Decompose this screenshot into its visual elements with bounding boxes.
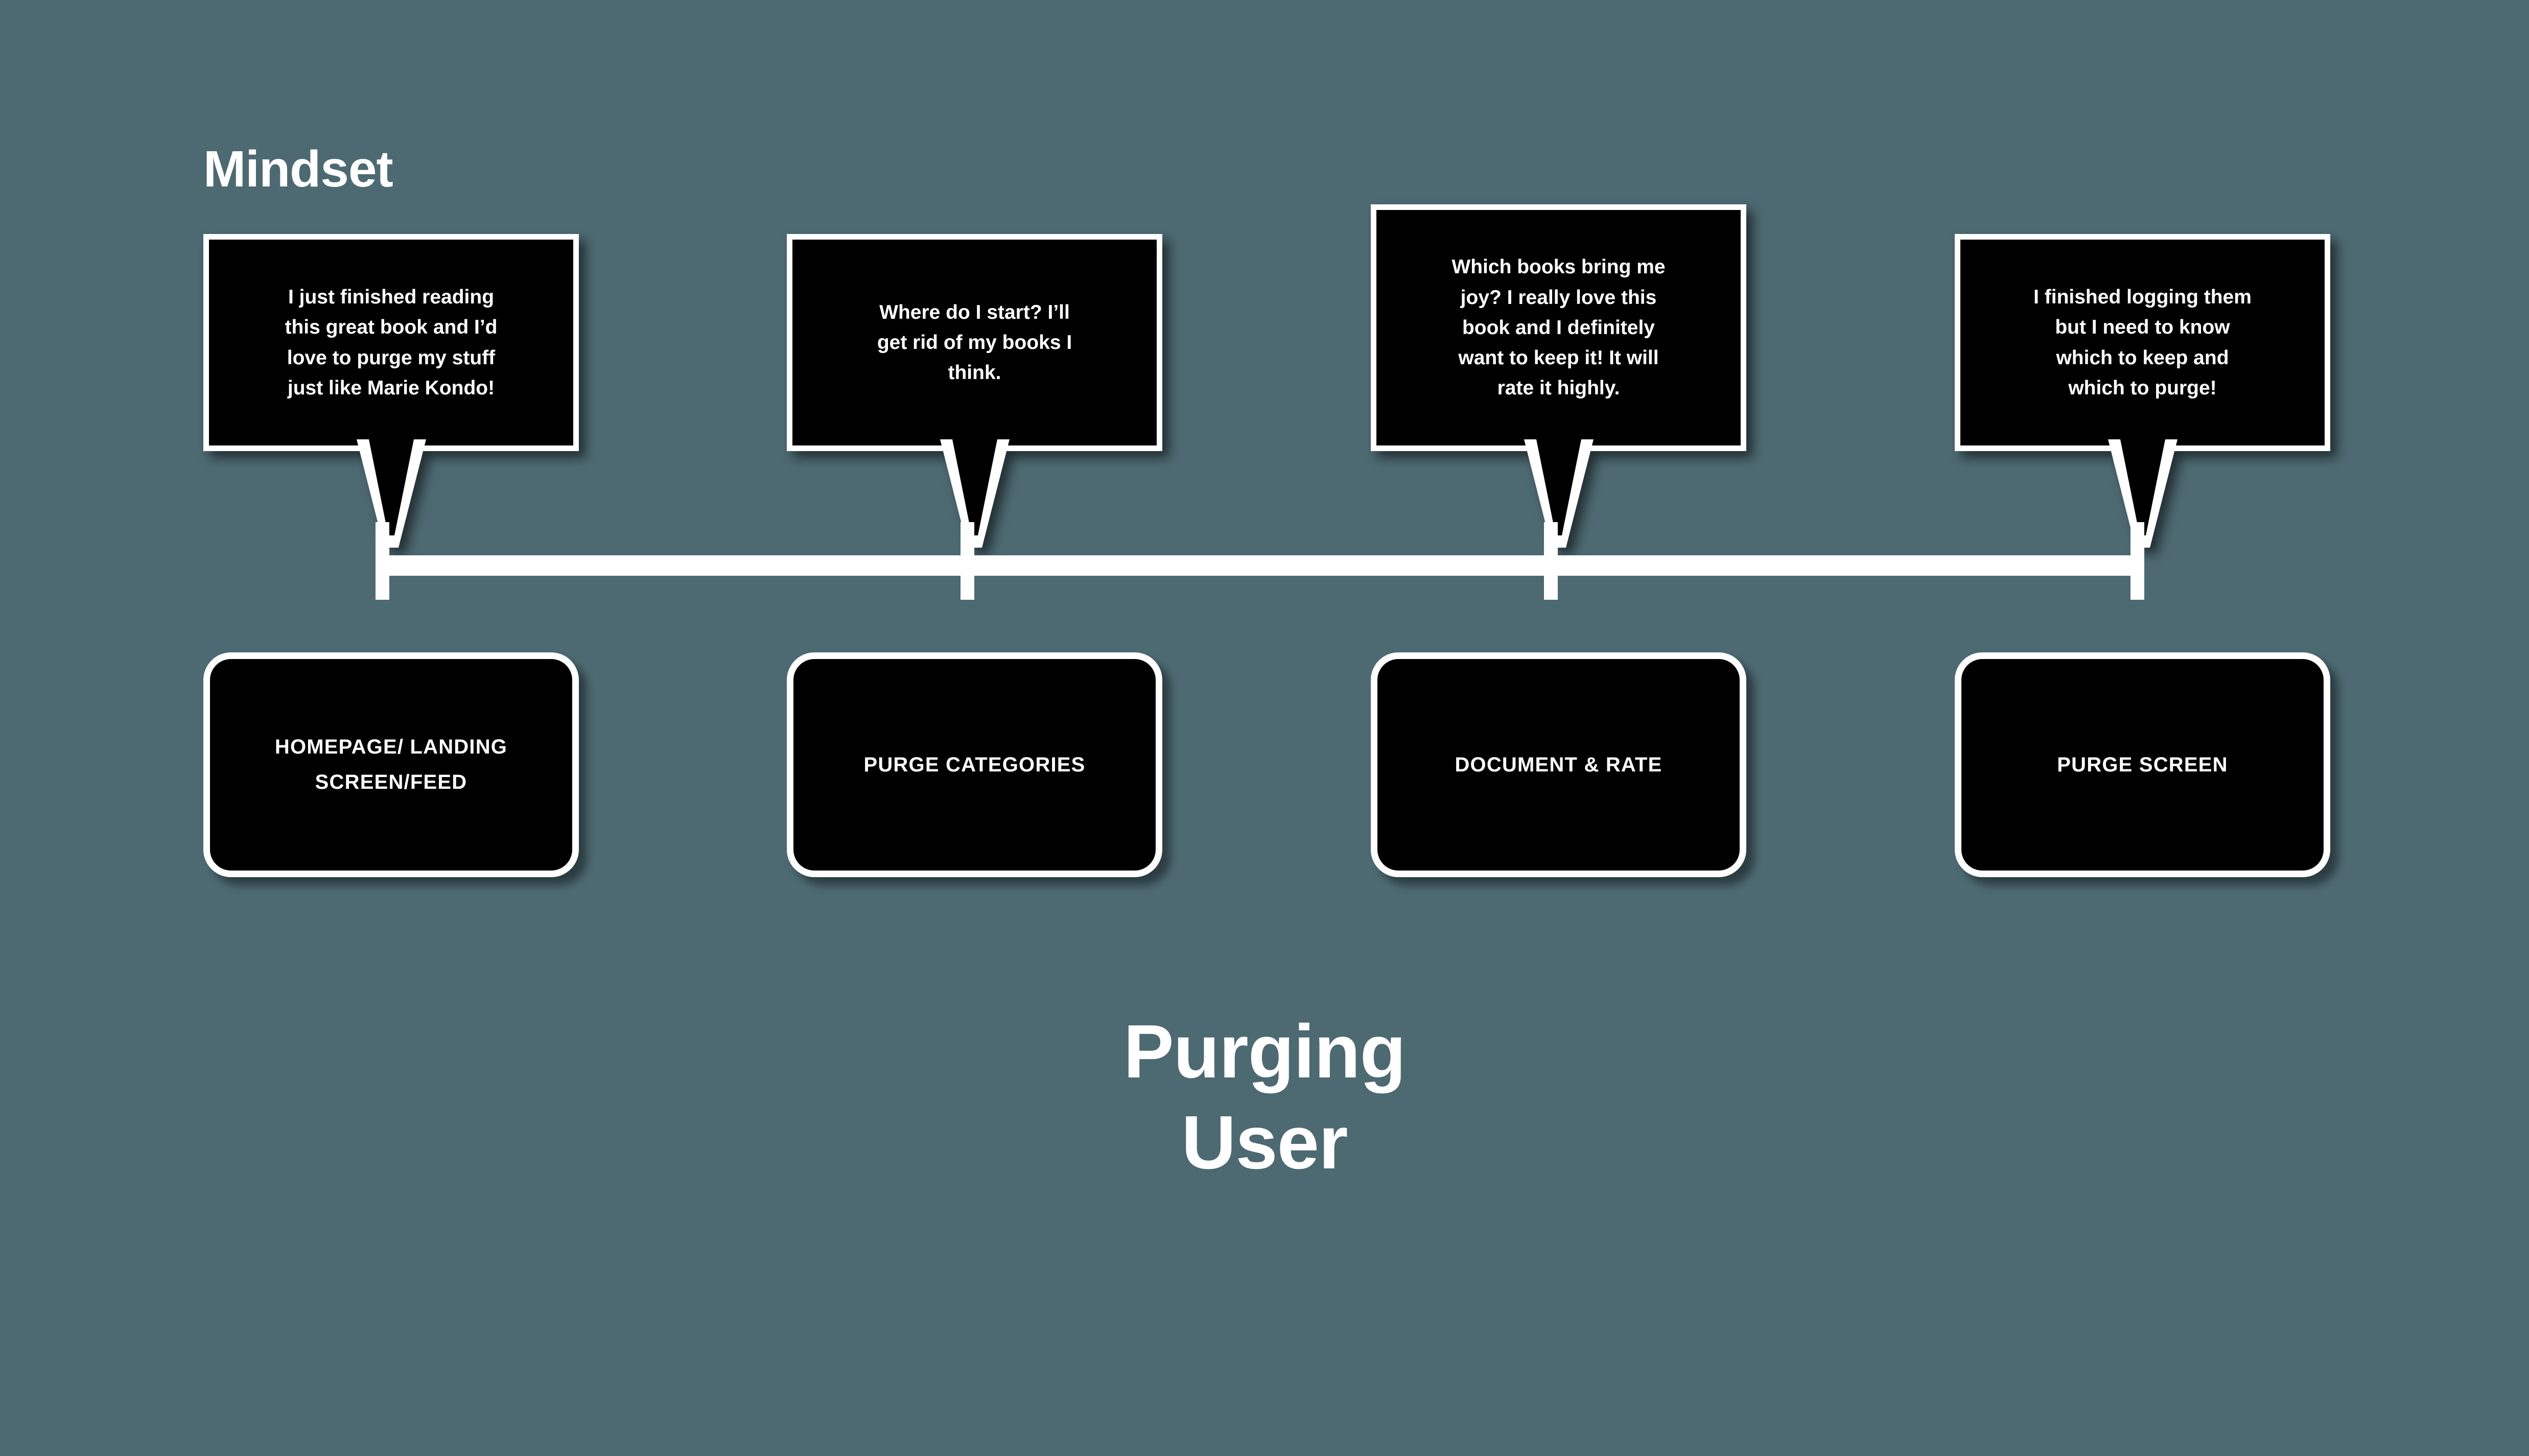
screen-card-document-rate-label: DOCUMENT & RATE: [1455, 753, 1662, 776]
mindset-bubble-4-body: I finished logging them but I need to kn…: [1955, 234, 2330, 548]
persona-title: Purging User: [1123, 1009, 1406, 1185]
mindset-bubble-2-text: Where do I start? I’ll get rid of my boo…: [877, 301, 1072, 384]
mindset-bubble-3-tail: [1513, 439, 1605, 548]
screen-card-homepage-label: HOMEPAGE/ LANDING SCREEN/FEED: [274, 736, 508, 793]
mindset-bubble-1-body: I just finished reading this great book …: [203, 234, 579, 548]
timeline-bar: [376, 555, 2144, 576]
mindset-bubble-1-tail: [345, 439, 437, 548]
screen-card-purge-screen-label: PURGE SCREEN: [2057, 753, 2228, 776]
mindset-bubble-3: Which books bring me joy? I really love …: [1371, 204, 1746, 548]
screen-card-purge-screen[interactable]: PURGE SCREEN: [1955, 652, 2330, 877]
mindset-bubble-2-tail: [929, 439, 1021, 548]
mindset-bubble-3-body: Which books bring me joy? I really love …: [1371, 204, 1746, 548]
timeline-tick-4: [2130, 522, 2144, 600]
timeline-tick-2: [961, 522, 974, 600]
screen-card-document-rate[interactable]: DOCUMENT & RATE: [1371, 652, 1746, 877]
screen-card-purge-categories[interactable]: PURGE CATEGORIES: [787, 652, 1162, 877]
mindset-bubble-4: I finished logging them but I need to kn…: [1955, 234, 2330, 548]
screen-card-homepage[interactable]: HOMEPAGE/ LANDING SCREEN/FEED: [203, 652, 579, 877]
mindset-bubble-2: Where do I start? I’ll get rid of my boo…: [787, 234, 1162, 548]
mindset-bubble-2-body: Where do I start? I’ll get rid of my boo…: [787, 234, 1162, 548]
screen-card-purge-categories-label: PURGE CATEGORIES: [863, 753, 1086, 776]
mindset-bubble-1-text: I just finished reading this great book …: [285, 286, 498, 399]
mindset-bubble-4-text: I finished logging them but I need to kn…: [2033, 286, 2252, 399]
mindset-section-label: Mindset: [203, 140, 393, 198]
timeline-tick-1: [376, 522, 389, 600]
timeline-tick-3: [1544, 522, 1558, 600]
mindset-bubble-3-text: Which books bring me joy? I really love …: [1451, 256, 1666, 400]
mindset-bubble-1: I just finished reading this great book …: [203, 234, 579, 548]
